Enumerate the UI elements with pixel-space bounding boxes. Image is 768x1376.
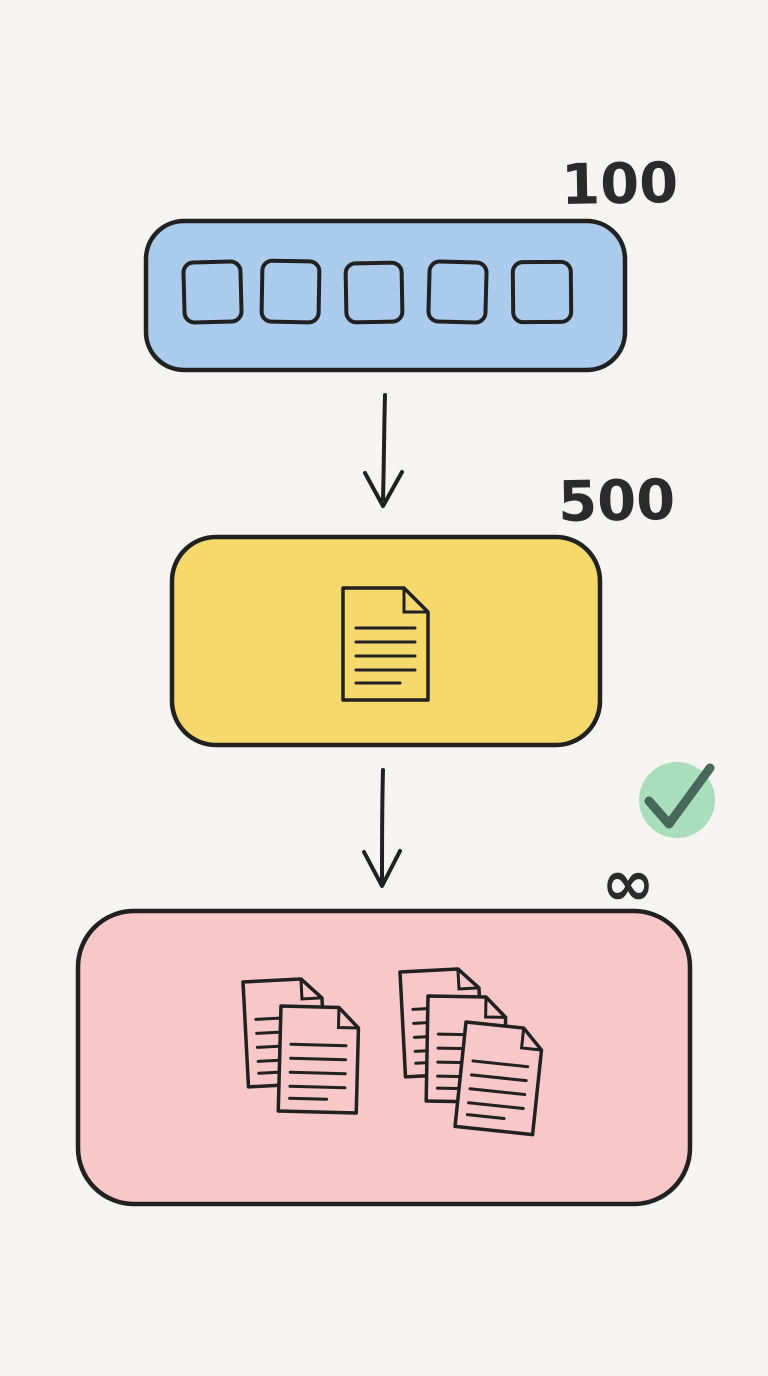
single-document-icon [341,586,430,702]
bottom-box-count-label: ∞ [601,847,654,921]
five-empty-squares-icon [181,258,574,325]
middle-box-count-label: 500 [558,468,676,535]
check-mark-icon [644,763,715,829]
pink-box [75,908,693,1207]
top-box-count-label: 100 [561,151,679,218]
flow-arrow-middle-to-bottom [362,768,402,888]
grid-square [259,258,322,325]
document-page [276,1004,361,1115]
grid-square [343,260,405,325]
bottom-capacity-box [75,908,693,1207]
approval-check-badge [639,762,715,838]
grid-square [510,259,574,325]
grid-square [181,259,244,325]
blue-box [143,218,628,373]
flow-arrow-top-to-middle [363,393,404,508]
grid-square [426,259,489,325]
top-capacity-box [143,218,628,373]
document-page [453,1020,546,1137]
middle-capacity-box [169,534,603,748]
